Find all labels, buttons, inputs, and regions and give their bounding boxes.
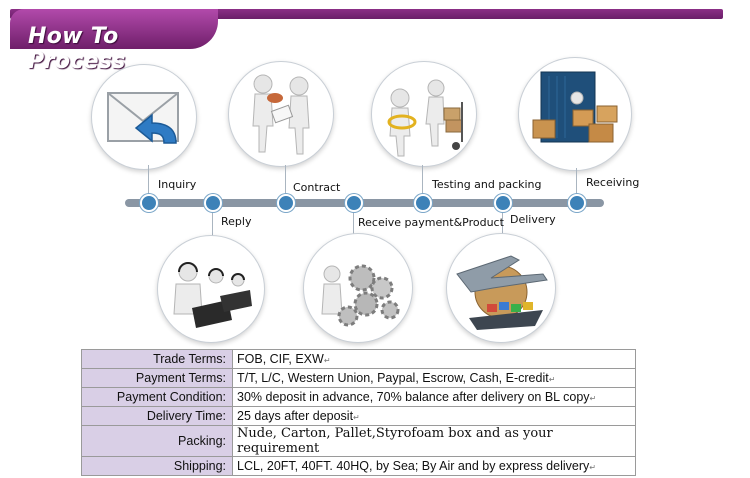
table-row: Delivery Time: 25 days after deposit↵: [81, 406, 636, 426]
inquiry-image: [91, 64, 197, 170]
table-row: Payment Terms: T/T, L/C, Western Union, …: [81, 368, 636, 388]
contract-image: [228, 61, 334, 167]
connector-inquiry: [148, 165, 149, 201]
table-row: Packing: Nude, Carton, Pallet,Styrofoam …: [81, 425, 636, 457]
timeline-dot-contract: [277, 194, 295, 212]
header-banner: How To Process: [10, 9, 218, 74]
connector-receiving: [576, 168, 577, 201]
page-title: How To Process: [28, 24, 126, 74]
terms-key: Delivery Time:: [81, 406, 233, 426]
terms-value: LCL, 20FT, 40FT. 40HQ, by Sea; By Air an…: [232, 456, 636, 476]
terms-value: 25 days after deposit↵: [232, 406, 636, 426]
timeline-dot-delivery: [494, 194, 512, 212]
testing-image: [371, 61, 477, 167]
contract-handshake-icon: [252, 74, 310, 155]
connector-reply: [212, 205, 213, 237]
terms-key: Payment Condition:: [81, 387, 233, 407]
step-label-reply: Reply: [221, 215, 252, 228]
header-bar: [10, 9, 723, 19]
table-row: Trade Terms: FOB, CIF, EXW↵: [81, 349, 636, 369]
packing-trolley-icon: [387, 79, 463, 157]
table-row: Payment Condition: 30% deposit in advanc…: [81, 387, 636, 407]
gears-production-icon: [321, 264, 400, 327]
terms-value: FOB, CIF, EXW↵: [232, 349, 636, 369]
timeline-dot-payment: [345, 194, 363, 212]
receiving-image: [518, 57, 632, 171]
process-timeline: [125, 199, 604, 207]
terms-table: Trade Terms: FOB, CIF, EXW↵ Payment Term…: [81, 349, 636, 476]
timeline-dot-receiving: [568, 194, 586, 212]
call-center-icon: [173, 262, 252, 328]
connector-delivery: [502, 205, 503, 235]
timeline-dot-reply: [204, 194, 222, 212]
step-label-testing: Testing and packing: [432, 178, 542, 191]
step-label-delivery: Delivery: [510, 213, 556, 226]
timeline-dot-testing: [414, 194, 432, 212]
step-label-inquiry: Inquiry: [158, 178, 197, 191]
mail-envelope-icon: [107, 92, 179, 144]
terms-value: 30% deposit in advance, 70% balance afte…: [232, 387, 636, 407]
container-boxes-icon: [532, 71, 618, 143]
reply-image: [157, 235, 265, 343]
step-label-payment: Receive payment&Product: [358, 216, 504, 229]
payment-image: [303, 233, 413, 343]
connector-contract: [285, 165, 286, 201]
terms-value: T/T, L/C, Western Union, Paypal, Escrow,…: [232, 368, 636, 388]
table-row: Shipping: LCL, 20FT, 40FT. 40HQ, by Sea;…: [81, 456, 636, 476]
terms-value: Nude, Carton, Pallet,Styrofoam box and a…: [232, 425, 636, 457]
airplane-ship-icon: [456, 255, 548, 330]
terms-key: Shipping:: [81, 456, 233, 476]
timeline-dot-inquiry: [140, 194, 158, 212]
delivery-image: [446, 233, 556, 343]
terms-key: Trade Terms:: [81, 349, 233, 369]
connector-testing: [422, 165, 423, 201]
connector-payment: [353, 205, 354, 235]
step-label-contract: Contract: [293, 181, 341, 194]
step-label-receiving: Receiving: [586, 176, 640, 189]
terms-key: Packing:: [81, 425, 233, 457]
terms-key: Payment Terms:: [81, 368, 233, 388]
